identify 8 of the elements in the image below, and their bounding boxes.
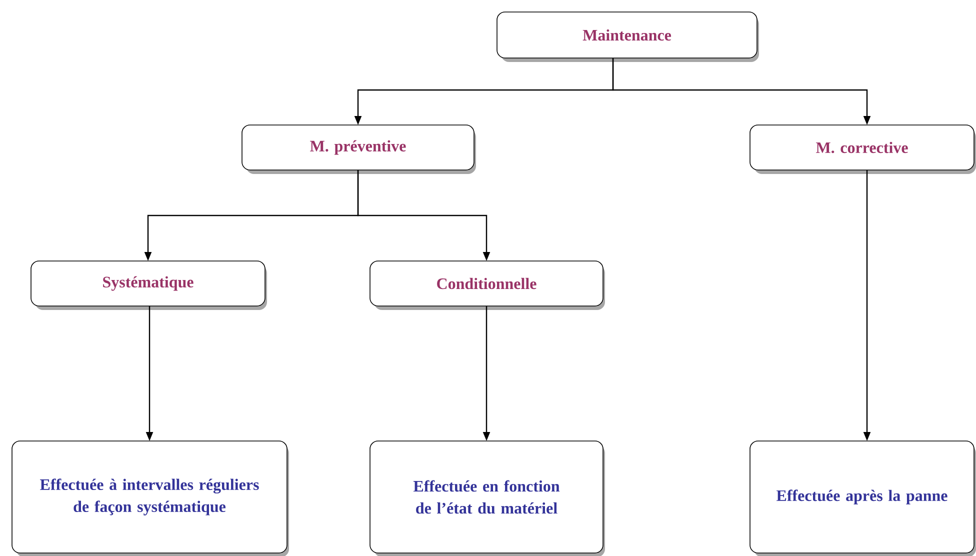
category-box: Maintenance	[496, 12, 759, 62]
category-box: M. corrective	[750, 124, 976, 174]
category-box: Systématique	[30, 260, 267, 310]
description-box: Effectuée après la panne	[750, 440, 976, 556]
description-box: Effectuée en fonction de l’état du matériel	[370, 440, 605, 556]
category-box: Conditionnelle	[370, 260, 605, 310]
description-box: Effectuée à intervalles réguliers de façon systématique	[12, 440, 289, 556]
category-box: M. préventive	[242, 124, 476, 174]
